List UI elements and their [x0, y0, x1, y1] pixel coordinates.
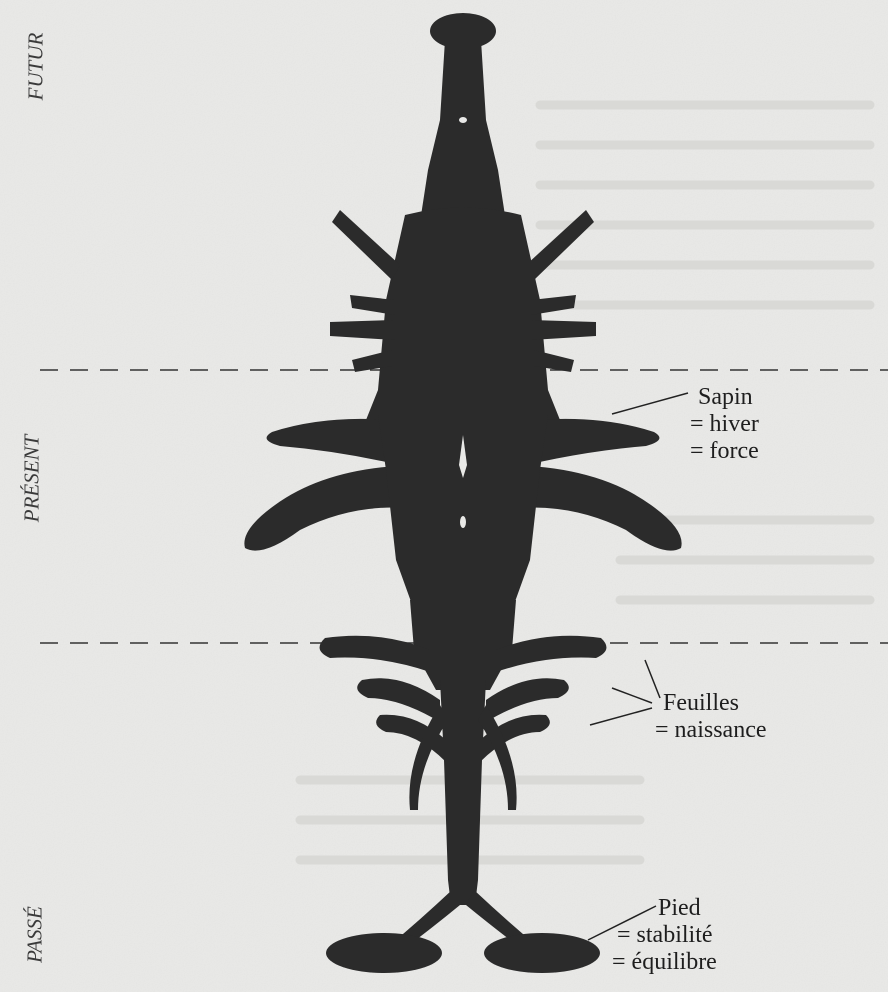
blot-foot-left: [326, 933, 442, 973]
annotation-pied-line-2: = équilibre: [612, 949, 717, 976]
annotation-pied-title: Pied: [612, 895, 717, 922]
annotation-feuilles-line-1: = naissance: [655, 717, 767, 744]
period-label-present: PRÉSENT: [20, 429, 45, 529]
annotation-pied: Pied = stabilité = équilibre: [612, 895, 717, 976]
period-label-future: FUTUR: [24, 27, 49, 107]
annotation-sapin: Sapin = hiver = force: [690, 384, 759, 465]
annotation-feuilles: Feuilles = naissance: [655, 690, 767, 744]
annotation-sapin-line-2: = force: [690, 438, 759, 465]
annotation-feuilles-title: Feuilles: [655, 690, 767, 717]
blot-foot-right: [484, 933, 600, 973]
annotation-sapin-title: Sapin: [690, 384, 759, 411]
period-label-past: PASSÉ: [23, 900, 48, 970]
annotation-pied-line-1: = stabilité: [612, 922, 717, 949]
annotation-sapin-line-1: = hiver: [690, 411, 759, 438]
